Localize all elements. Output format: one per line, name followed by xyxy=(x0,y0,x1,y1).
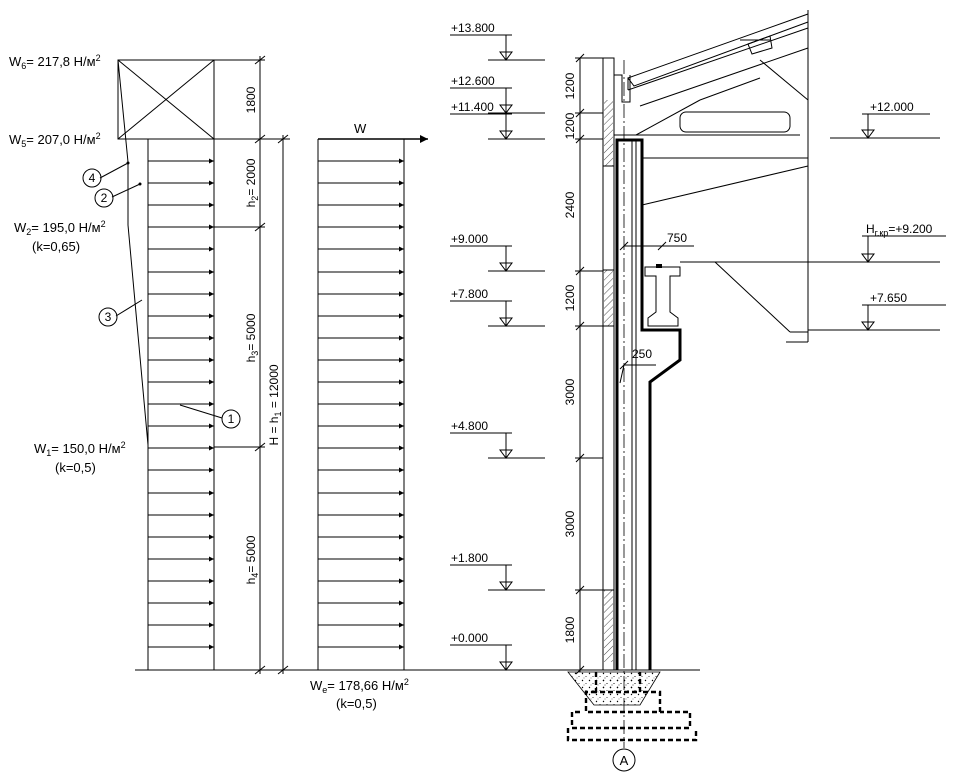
label-w2: W2= 195,0 Н/м2 (k=0,65) xyxy=(14,219,106,254)
label-w5: W5= 207,0 Н/м2 xyxy=(9,131,101,149)
level-label: +7.800 xyxy=(451,287,488,301)
dim-tick xyxy=(277,134,289,144)
level-label: +9.000 xyxy=(451,232,488,246)
svg-text:W1= 150,0 Н/м2: W1= 150,0 Н/м2 xyxy=(34,440,126,458)
dim-tick xyxy=(575,134,585,144)
level-mark: +13.800 xyxy=(450,21,545,61)
svg-text:2: 2 xyxy=(101,191,108,205)
svg-text:W: W xyxy=(354,121,367,136)
pressure-envelope xyxy=(117,59,149,446)
level-mark: +11.400 xyxy=(450,100,545,140)
callout-4: 4 xyxy=(82,162,129,188)
level-mark: +12.600 xyxy=(450,74,545,114)
svg-text:W5= 207,0 Н/м2: W5= 207,0 Н/м2 xyxy=(9,131,101,149)
dim-tick xyxy=(575,266,585,276)
svg-text:(k=0,5): (k=0,5) xyxy=(336,696,377,711)
callout-1: 1 xyxy=(179,404,241,429)
svg-text:+7.650: +7.650 xyxy=(870,291,907,305)
level-label: +11.400 xyxy=(451,100,494,114)
svg-text:+12.000: +12.000 xyxy=(870,100,914,114)
equivalent-load-diagram: W xyxy=(317,121,428,670)
svg-text:750: 750 xyxy=(667,231,687,245)
level-label: +4.800 xyxy=(451,419,488,433)
svg-text:(k=0,5): (k=0,5) xyxy=(55,460,96,475)
dim-tick xyxy=(575,321,585,331)
dim-tick xyxy=(575,453,585,463)
crane-zone xyxy=(641,157,809,343)
dim-250: 250 xyxy=(619,347,656,384)
roof-truss xyxy=(627,10,809,342)
svg-text:250: 250 xyxy=(632,347,652,361)
building-section: 750 250 А xyxy=(566,10,809,772)
callout-2: 2 xyxy=(94,183,141,208)
foundation xyxy=(566,671,698,742)
svg-text:h3= 5000: h3= 5000 xyxy=(244,313,260,362)
level-mark: +9.000 xyxy=(450,232,545,272)
svg-text:W6= 217,8 Н/м2: W6= 217,8 Н/м2 xyxy=(9,53,101,71)
wall-dim-label: 1200 xyxy=(563,72,577,99)
level-label: +12.600 xyxy=(451,74,495,88)
label-w1: W1= 150,0 Н/м2 (k=0,5) xyxy=(34,440,126,475)
wall-dim-label: 2400 xyxy=(563,191,577,218)
dim-tick xyxy=(254,134,266,144)
level-marks: +13.800 +12.600 +11.400 +9.000 +7.800 +4.800 +… xyxy=(450,21,545,671)
right-level-marks: +12.000 Hг.кр=+9.200 +7.650 xyxy=(715,100,946,331)
level-label: +13.800 xyxy=(451,21,495,35)
dim-tick xyxy=(254,665,266,675)
dim-tick xyxy=(277,665,289,675)
svg-text:We= 178,66 Н/м2: We= 178,66 Н/м2 xyxy=(310,677,409,695)
label-we: We= 178,66 Н/м2 (k=0,5) xyxy=(310,677,409,711)
column-outline xyxy=(615,138,682,670)
level-label: +0.000 xyxy=(451,631,488,645)
level-mark: +4.800 xyxy=(450,419,545,459)
level-mark: +1.800 xyxy=(450,551,545,591)
dim-tick xyxy=(575,53,585,63)
level-label: +1.800 xyxy=(451,551,488,565)
dim-tick xyxy=(254,442,266,452)
height-dimensions: 1800 h2= 2000 h3= 5000 h4= 5000 H = h1 =… xyxy=(214,55,290,675)
svg-text:Hг.кр=+9.200: Hг.кр=+9.200 xyxy=(866,222,933,238)
dim-tick xyxy=(575,108,585,118)
callout-3: 3 xyxy=(98,299,143,327)
svg-text:(k=0,65): (k=0,65) xyxy=(32,239,80,254)
label-w6: W6= 217,8 Н/м2 xyxy=(9,53,101,71)
svg-text:h4= 5000: h4= 5000 xyxy=(244,535,260,584)
actual-pressure-diagram xyxy=(117,59,700,671)
axis-bubble-a: А xyxy=(612,748,636,772)
svg-text:1800: 1800 xyxy=(244,86,258,113)
dim-750: 750 xyxy=(619,231,694,251)
svg-text:H = h1 = 12000: H = h1 = 12000 xyxy=(267,364,283,445)
wall-dim-label: 1800 xyxy=(563,616,577,643)
svg-text:1: 1 xyxy=(228,412,235,426)
wall-dim-label: 1200 xyxy=(563,284,577,311)
svg-text:4: 4 xyxy=(89,171,96,185)
wall-panel xyxy=(602,57,615,671)
wall-dimension-column: 1200 1200 2400 1200 3000 3000 1800 xyxy=(563,53,603,675)
dim-tick xyxy=(254,55,266,65)
dim-tick xyxy=(254,222,266,232)
dim-tick xyxy=(575,585,585,595)
crane-beam xyxy=(644,266,681,327)
wall-dim-label: 3000 xyxy=(563,378,577,405)
wall-dim-label: 3000 xyxy=(563,510,577,537)
wall-dim-label: 1200 xyxy=(563,112,577,139)
level-mark: +0.000 xyxy=(450,631,545,671)
svg-text:h2= 2000: h2= 2000 xyxy=(244,158,260,207)
svg-text:А: А xyxy=(620,753,629,768)
svg-text:3: 3 xyxy=(105,310,112,324)
svg-text:W2= 195,0 Н/м2: W2= 195,0 Н/м2 xyxy=(14,219,106,237)
level-mark: +7.800 xyxy=(450,287,545,327)
